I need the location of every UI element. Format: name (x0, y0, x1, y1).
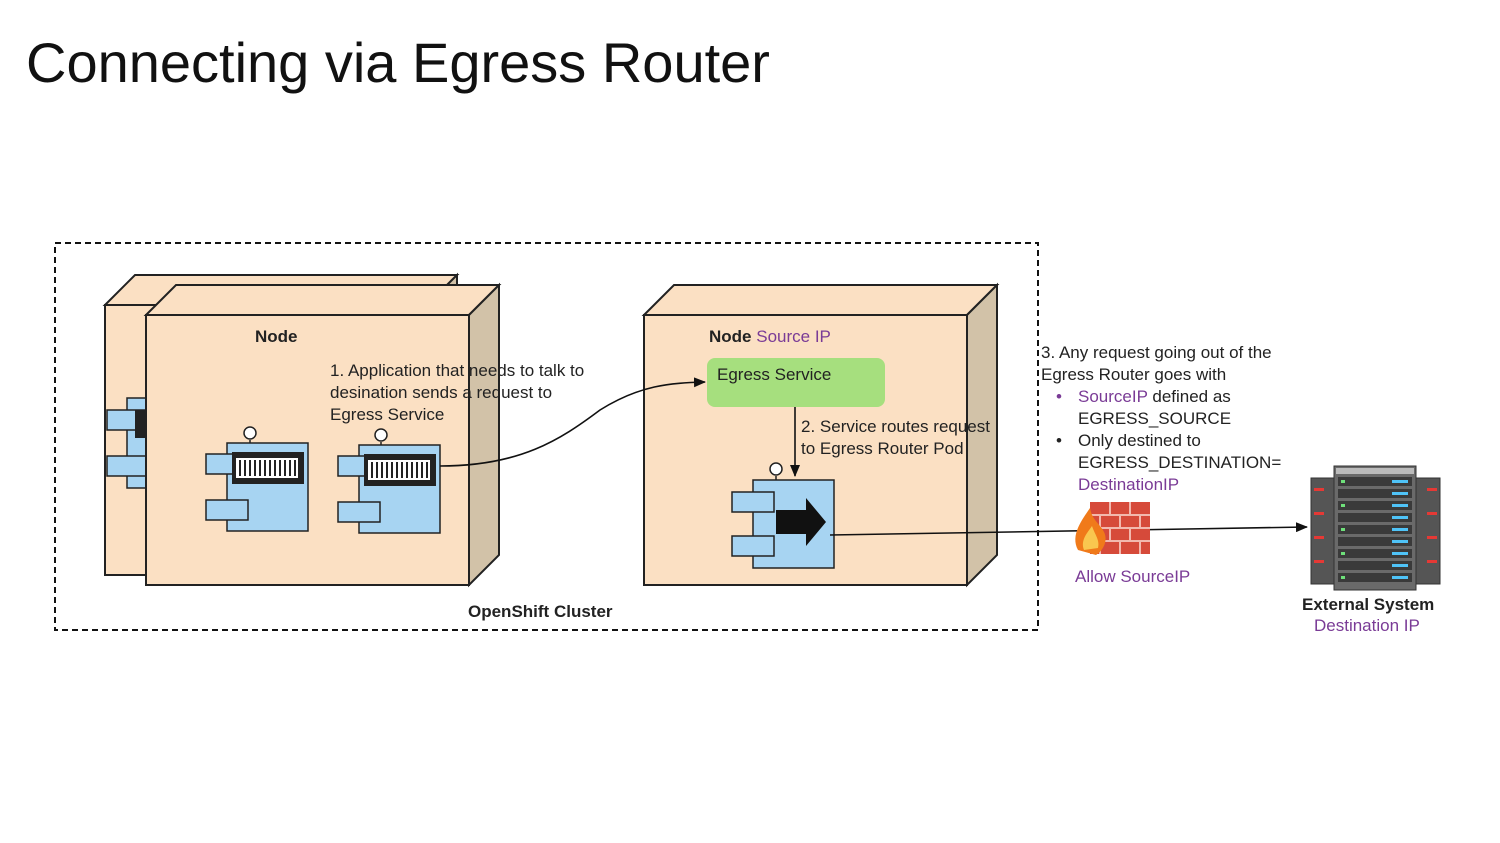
node-left-label: Node (255, 327, 298, 346)
connector-app-to-service (439, 377, 706, 467)
destination-ip-highlight: DestinationIP (1078, 475, 1180, 494)
external-system-ip: Destination IP (1314, 616, 1420, 635)
node-right-label: Node Source IP (709, 326, 831, 348)
external-system-label: External System (1302, 595, 1435, 614)
egress-service-label: Egress Service (717, 365, 832, 384)
egress-service-box: Egress Service (707, 358, 885, 407)
bullet2-text: Only destined to (1078, 431, 1201, 450)
server-units (1338, 477, 1412, 582)
step2-line-1: 2. Service routes request (801, 417, 990, 436)
cluster-boundary (54, 242, 1039, 631)
step2-annotation: 2. Service routes request to Egress Rout… (801, 416, 990, 460)
bullet-icon: • (1056, 387, 1062, 406)
barcode-stripes-2 (371, 462, 428, 478)
node-right-source-ip: Source IP (756, 327, 831, 346)
bullet2-line2: EGRESS_DESTINATION= (1078, 453, 1282, 472)
step2-line-2: to Egress Router Pod (801, 439, 964, 458)
step3-bullet-list: • SourceIP defined as EGRESS_SOURCE • On… (1041, 386, 1281, 496)
connector-pod-to-external (829, 522, 1308, 536)
source-ip-highlight: SourceIP (1078, 387, 1148, 406)
server-rack-icon (1310, 465, 1441, 591)
step3-annotation: 3. Any request going out of the Egress R… (1041, 342, 1281, 496)
bullet-icon: • (1056, 431, 1062, 450)
step1-line-1: 1. Application that needs to talk to (330, 361, 585, 380)
cluster-label: OpenShift Cluster (468, 602, 613, 621)
barcode-stripes-1 (239, 460, 296, 476)
firewall-icon (1075, 502, 1150, 555)
step1-annotation: 1. Application that needs to talk to des… (330, 360, 584, 426)
step3-line-2: Egress Router goes with (1041, 365, 1227, 384)
firewall-label: Allow SourceIP (1075, 567, 1191, 586)
slide-title: Connecting via Egress Router (26, 31, 770, 94)
step3-line-1: 3. Any request going out of the (1041, 343, 1272, 362)
step1-line-3: Egress Service (330, 405, 445, 424)
bullet1-text: defined as (1152, 387, 1231, 406)
step3-bullet-1: • SourceIP defined as EGRESS_SOURCE (1041, 386, 1281, 430)
egress-router-pod (731, 462, 835, 569)
node-right-name: Node (709, 327, 752, 346)
right-arrow-icon (776, 498, 826, 546)
app-component-1 (205, 426, 309, 532)
app-component-2 (337, 428, 441, 534)
node-left-box (143, 282, 502, 588)
step1-line-2: desination sends a request to (330, 383, 553, 402)
step3-bullet-2: • Only destined to EGRESS_DESTINATION= D… (1041, 430, 1281, 496)
bullet1-line2: EGRESS_SOURCE (1078, 409, 1232, 428)
